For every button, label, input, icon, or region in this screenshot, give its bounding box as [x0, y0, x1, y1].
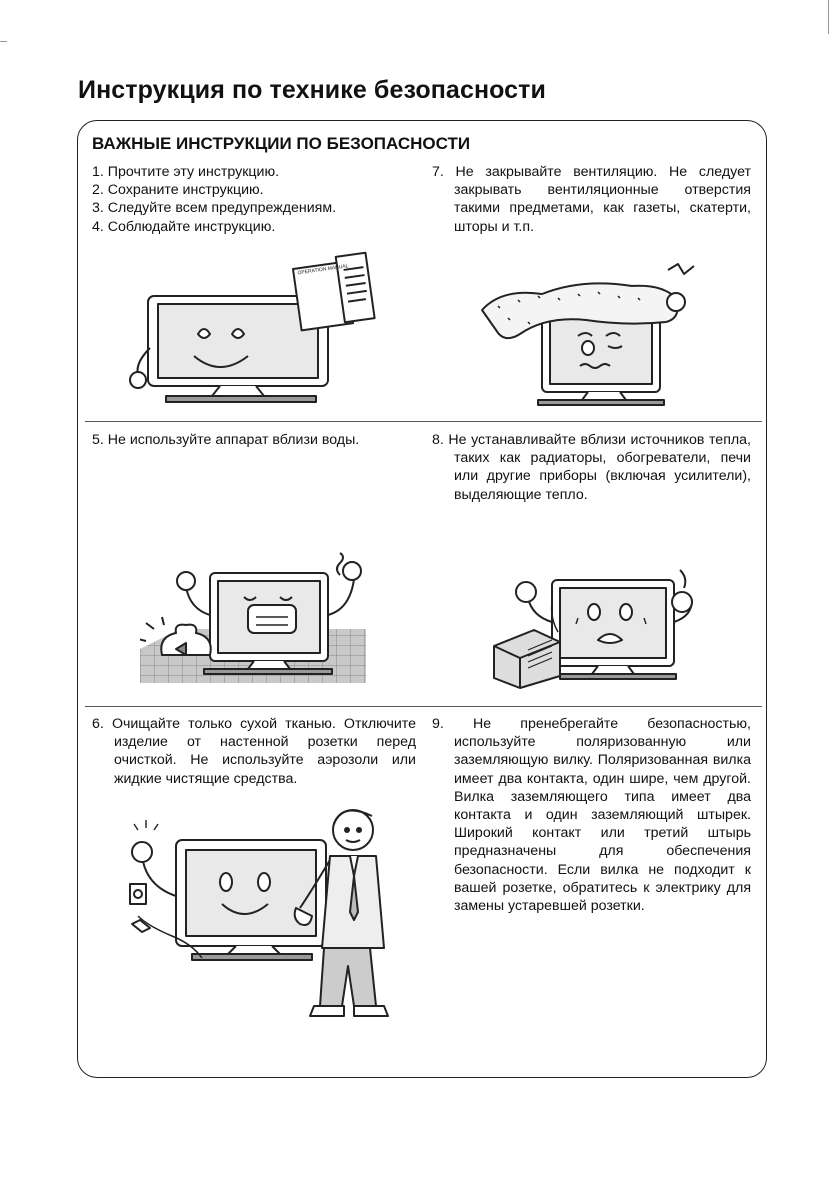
- crop-mark: [828, 0, 829, 34]
- tv-near-heater-illustration: [493, 569, 693, 689]
- instruction-6: 6. Очищайте только сухой тканью. Отключи…: [92, 716, 416, 787]
- tv-covered-vents-illustration: [481, 263, 695, 406]
- instruction-6-block: 6. Очищайте только сухой тканью. Отключи…: [92, 715, 416, 788]
- instruction-9-block: 9. Не пренебрегайте безопасностью, испол…: [432, 715, 751, 915]
- instruction-3: 3. Следуйте всем предупреждениям.: [92, 200, 337, 217]
- row-divider: [85, 421, 762, 422]
- page-title: Инструкция по технике безопасности: [78, 76, 546, 104]
- instruction-4: 4. Соблюдайте инструкцию.: [92, 218, 276, 235]
- instruction-7-block: 7. Не закрывайте вентиляцию. Не следует …: [432, 163, 751, 236]
- instruction-5-block: 5. Не используйте аппарат вблизи воды.: [92, 431, 412, 449]
- section-title: ВАЖНЫЕ ИНСТРУКЦИИ ПО БЕЗОПАСНОСТИ: [92, 134, 471, 153]
- row-divider: [85, 706, 762, 707]
- instructions-frame: [77, 120, 767, 1078]
- tv-cleaning-illustration: [129, 809, 389, 1017]
- instruction-2: 2. Сохраните инструкцию.: [92, 182, 264, 199]
- crop-mark: [0, 41, 7, 42]
- tv-reading-manual-illustration: OPERATION MANUAL: [129, 251, 376, 403]
- instruction-7: 7. Не закрывайте вентиляцию. Не следует …: [432, 164, 751, 235]
- instruction-8: 8. Не устанавливайте вблизи источников т…: [432, 432, 751, 503]
- instruction-5: 5. Не используйте аппарат вблизи воды.: [92, 432, 360, 448]
- instruction-9: 9. Не пренебрегайте безопасностью, испол…: [432, 716, 751, 915]
- basic-instructions-list: 1. Прочтите эту инструкцию. 2. Сохраните…: [92, 163, 412, 236]
- instruction-1: 1. Прочтите эту инструкцию.: [92, 164, 280, 180]
- tv-near-water-illustration: [140, 552, 366, 683]
- instruction-8-block: 8. Не устанавливайте вблизи источников т…: [432, 431, 751, 504]
